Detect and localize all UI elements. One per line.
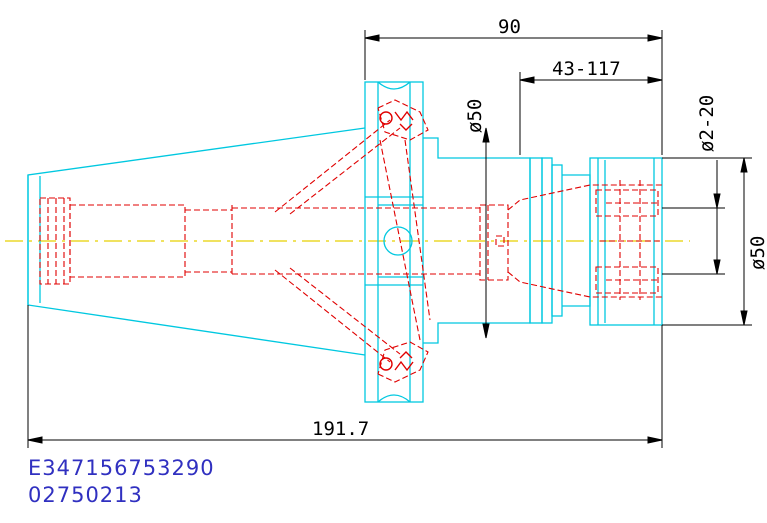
drive-key-lower	[379, 351, 414, 372]
drive-key-upper	[379, 110, 414, 131]
hidden-lines	[39, 99, 662, 383]
dim-overall-length: 191.7	[312, 418, 369, 440]
dim-clamp-range: ø2-20	[696, 95, 718, 152]
dim-shank-diameter: ø50	[464, 99, 486, 133]
dim-43-117: 43-117	[552, 58, 621, 80]
dimension-lines	[27, 30, 752, 448]
part-number: E347156753290	[28, 456, 215, 480]
order-code: 02750213	[28, 483, 143, 507]
dim-90: 90	[498, 16, 521, 38]
dim-nut-diameter: ø50	[747, 236, 767, 270]
holder-outline	[27, 81, 663, 403]
